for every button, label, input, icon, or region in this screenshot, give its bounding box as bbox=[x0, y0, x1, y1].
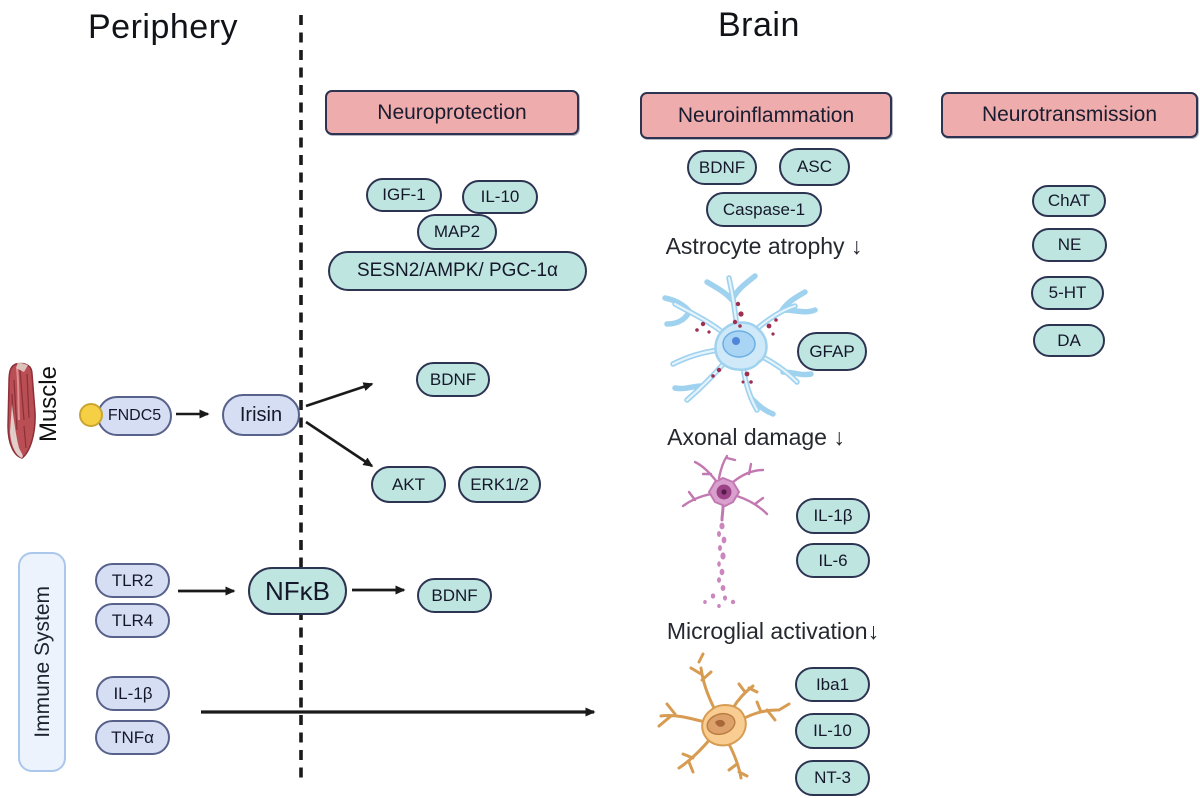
caption-astrocyte-atrophy: Astrocyte atrophy ↓ bbox=[665, 233, 863, 259]
pill-irisin: Irisin bbox=[222, 394, 300, 436]
astrocyte-illustration bbox=[645, 262, 840, 427]
neuron-illustration bbox=[675, 452, 785, 612]
pill-erk12: ERK1/2 bbox=[458, 466, 541, 503]
pill-iba1: Iba1 bbox=[795, 667, 870, 702]
pill-ne: NE bbox=[1032, 228, 1107, 262]
pill-map2: MAP2 bbox=[417, 214, 497, 250]
arrow-irisin-to-akt bbox=[305, 420, 374, 468]
header-neurotransmission: Neurotransmission bbox=[941, 92, 1198, 138]
pill-tnfa: TNFα bbox=[95, 720, 170, 755]
pill-akt: AKT bbox=[371, 466, 446, 503]
header-neuroprotection: Neuroprotection bbox=[325, 90, 579, 135]
immune-system-label: Immune System bbox=[30, 586, 54, 738]
pill-bdnf-immune: BDNF bbox=[417, 578, 492, 613]
caption-axonal-damage: Axonal damage ↓ bbox=[667, 424, 845, 450]
immune-system-panel: Immune System bbox=[18, 552, 66, 772]
pill-igf1: IGF-1 bbox=[366, 178, 442, 212]
caption-microglial-activation: Microglial activation↓ bbox=[666, 618, 880, 644]
pill-tlr4: TLR4 bbox=[95, 603, 170, 638]
pill-nt3: NT-3 bbox=[795, 760, 870, 796]
pill-sesn2-ampk-pgc1a: SESN2/AMPK/ PGC-1α bbox=[328, 251, 587, 291]
pill-il10-inflam: IL-10 bbox=[795, 713, 870, 749]
pill-fndc5: FNDC5 bbox=[97, 396, 172, 436]
pill-5ht: 5-HT bbox=[1031, 276, 1104, 310]
pill-chat: ChAT bbox=[1032, 185, 1106, 217]
pill-il1b-periphery: IL-1β bbox=[96, 676, 170, 711]
pill-caspase1: Caspase-1 bbox=[706, 192, 822, 227]
pill-bdnf-protect: BDNF bbox=[416, 362, 490, 397]
fndc5-ligand-dot-icon bbox=[79, 403, 103, 427]
pill-da: DA bbox=[1033, 324, 1105, 357]
arrow-irisin-to-bdnf bbox=[305, 382, 374, 408]
pill-il1b-inflam: IL-1β bbox=[796, 498, 870, 534]
pill-asc: ASC bbox=[779, 148, 850, 186]
pill-nfkb: NFκB bbox=[248, 567, 347, 615]
pill-bdnf-inflam: BDNF bbox=[687, 150, 757, 185]
header-neuroinflammation: Neuroinflammation bbox=[640, 92, 892, 139]
pill-tlr2: TLR2 bbox=[95, 563, 170, 598]
periphery-title: Periphery bbox=[88, 8, 239, 46]
pill-il6: IL-6 bbox=[796, 543, 870, 578]
microglia-illustration bbox=[645, 652, 800, 797]
pill-il10-protect: IL-10 bbox=[462, 180, 538, 214]
muscle-label: Muscle bbox=[35, 366, 62, 443]
muscle-illustration bbox=[2, 360, 42, 462]
brain-title: Brain bbox=[718, 6, 800, 44]
pill-gfap: GFAP bbox=[797, 332, 867, 371]
